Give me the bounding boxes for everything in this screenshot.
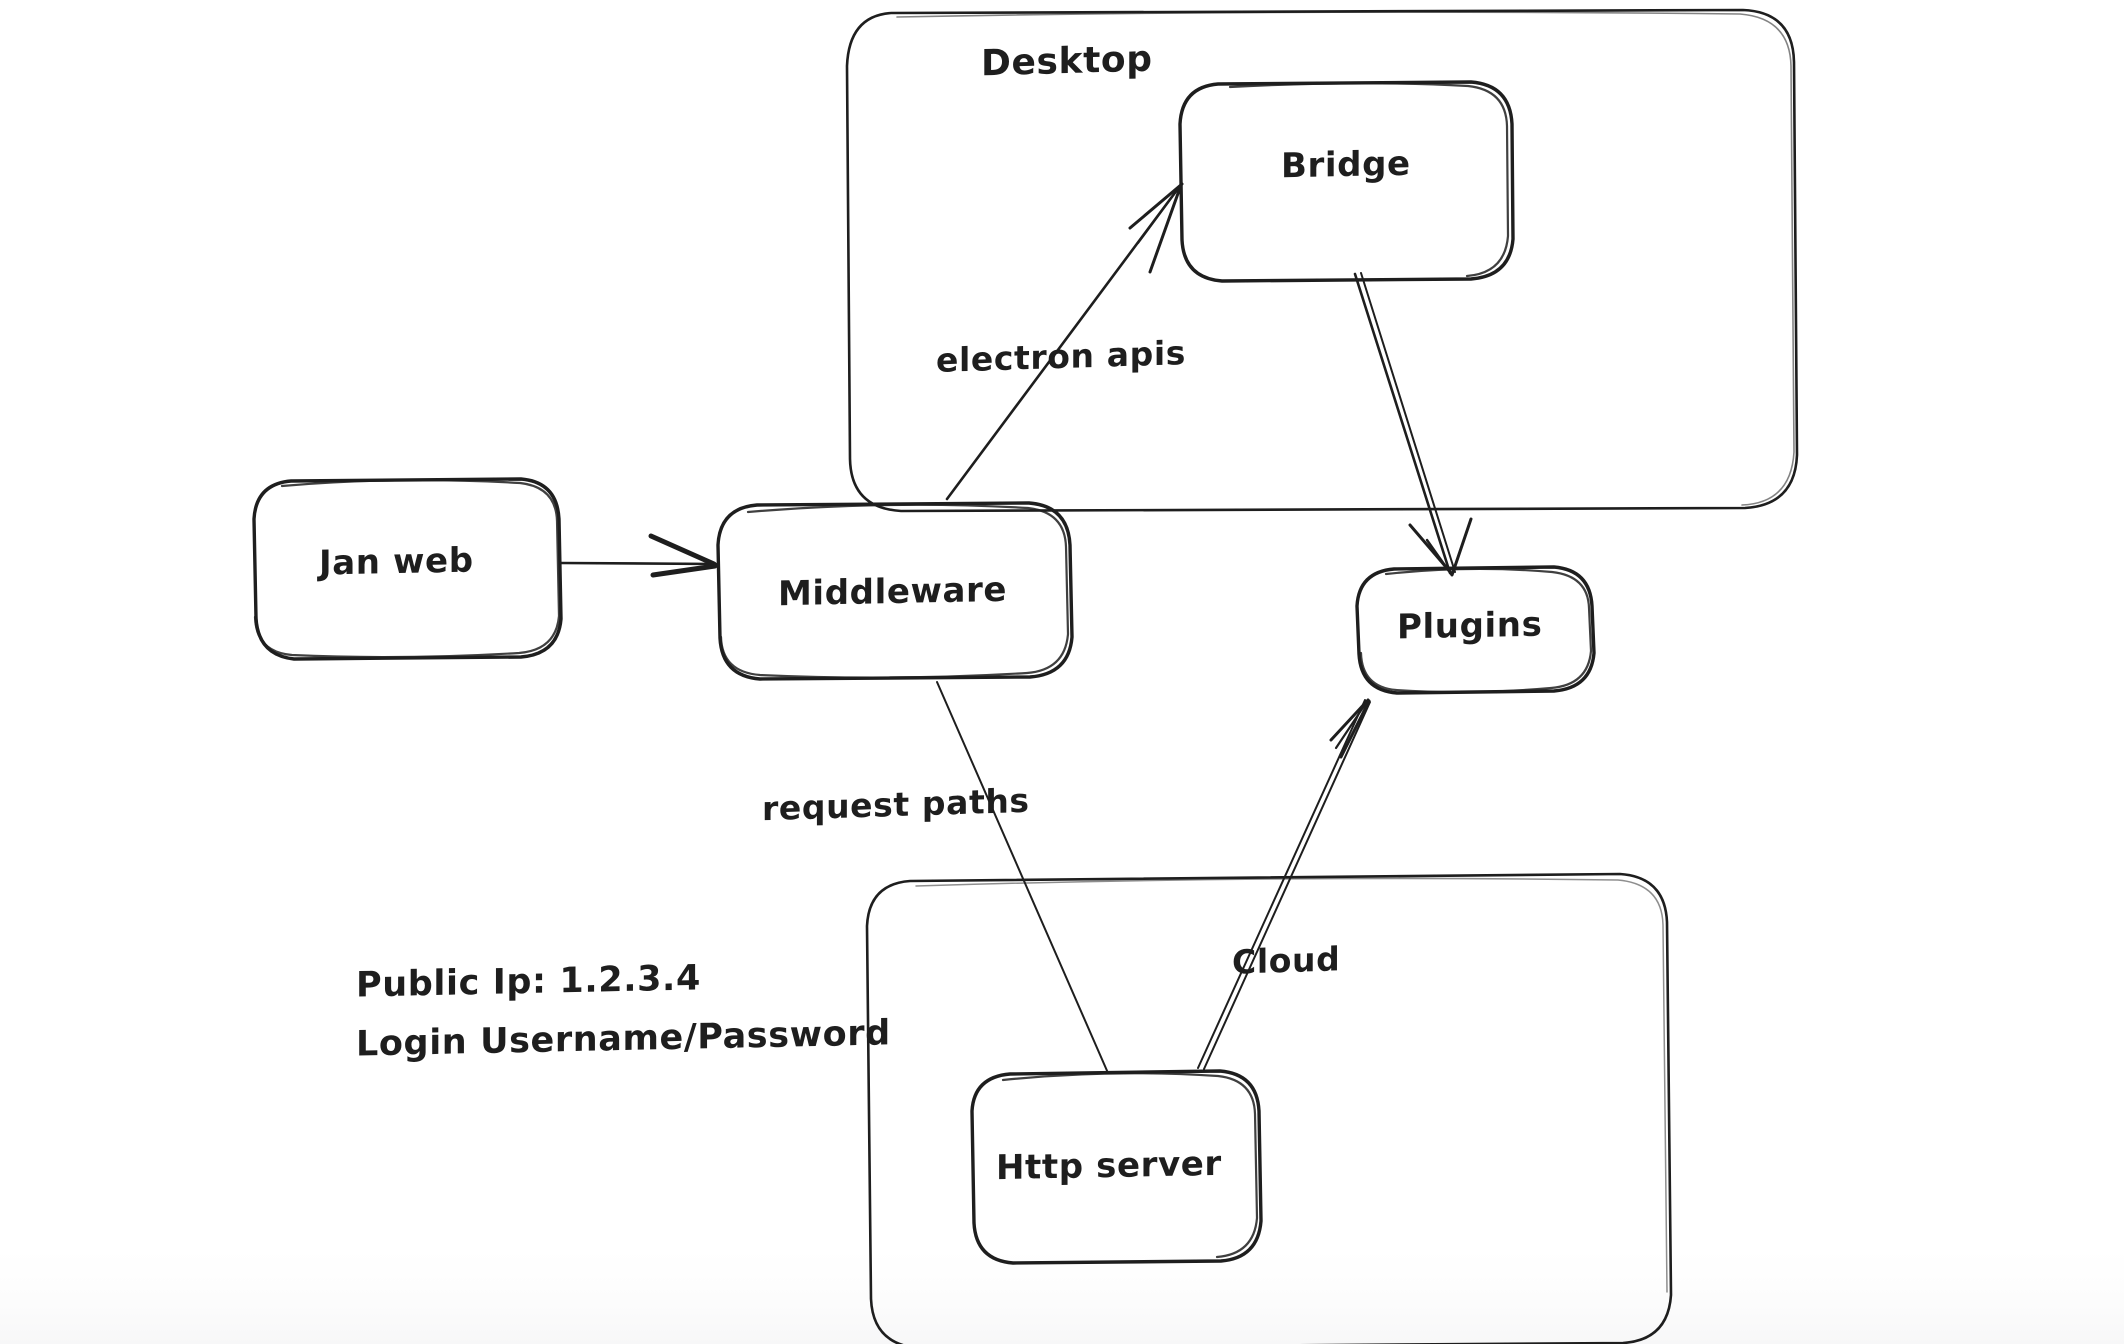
- note-public-ip: Public Ip: 1.2.3.4: [356, 958, 701, 1006]
- node-http-server-shape: [970, 1069, 1263, 1265]
- node-jan-web-shape: [252, 477, 563, 661]
- container-label-desktop: Desktop: [981, 38, 1153, 85]
- node-plugins-shape: [1355, 565, 1596, 695]
- edge-label-request-paths: request paths: [762, 780, 1030, 829]
- edge-bridge-to-plugins: [1353, 272, 1473, 577]
- node-label-http-server: Http server: [996, 1143, 1222, 1189]
- edge-label-electron-apis: electron apis: [936, 333, 1186, 380]
- container-cloud-group-shape: [865, 872, 1673, 1344]
- edge-label-cloud: Cloud: [1232, 939, 1341, 982]
- container-desktop-shape: [845, 8, 1799, 513]
- node-label-bridge: Bridge: [1281, 143, 1411, 187]
- node-label-middleware: Middleware: [778, 569, 1008, 615]
- node-label-jan-web: Jan web: [319, 540, 474, 584]
- node-middleware-shape: [716, 501, 1074, 681]
- node-bridge-shape: [1178, 80, 1515, 283]
- edge-middleware-to-httpserver: [936, 681, 1109, 1074]
- edge-middleware-to-bridge: [945, 182, 1184, 501]
- node-label-plugins: Plugins: [1397, 604, 1543, 648]
- edge-httpserver-to-plugins: [1197, 698, 1371, 1070]
- edge-janweb-to-middleware: [559, 533, 718, 578]
